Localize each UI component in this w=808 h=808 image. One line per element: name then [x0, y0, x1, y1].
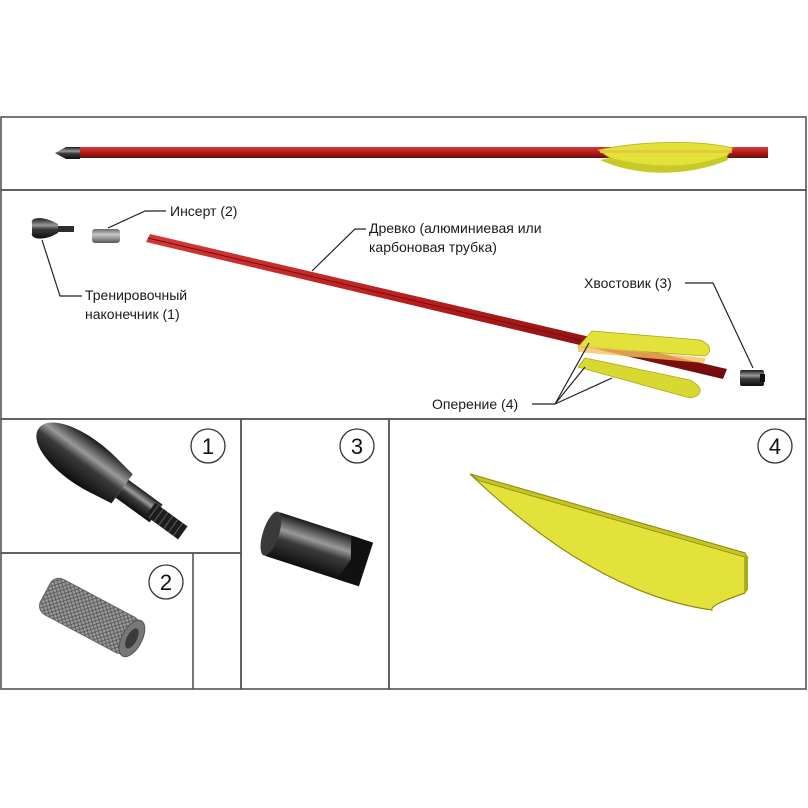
tip-closeup-icon — [36, 422, 188, 540]
panel-2-insert-closeup: 2 — [39, 564, 184, 658]
panel-4-fletching-closeup: 4 — [469, 428, 793, 611]
insert-closeup-icon — [39, 577, 146, 658]
panel-4-number: 4 — [769, 434, 781, 459]
exploded-fletching-icon — [577, 330, 711, 399]
leader-lines — [41, 210, 754, 405]
insert-icon — [92, 229, 120, 243]
tip-label-line1: Тренировочный — [85, 287, 187, 303]
tip-label-line2: наконечник (1) — [85, 306, 180, 322]
nock-closeup-icon — [260, 511, 374, 587]
shaft-label-line2: карбоновая трубка) — [369, 239, 497, 255]
fletching-label: Оперение (4) — [432, 396, 518, 412]
nock-icon — [740, 370, 765, 386]
shaft-label-line1: Древко (алюминиевая или — [369, 220, 542, 236]
assembled-arrow — [55, 141, 768, 173]
panel-3-number: 3 — [351, 434, 363, 459]
fletching-vane-closeup-icon — [469, 473, 749, 611]
panel-1-number: 1 — [202, 434, 214, 459]
panel-2-number: 2 — [160, 570, 172, 595]
panel-frames — [0, 116, 807, 690]
training-tip-icon — [31, 218, 74, 239]
panel-1-tip-closeup: 1 — [36, 422, 226, 540]
exploded-view — [31, 218, 765, 399]
panel-3-nock-closeup: 3 — [260, 428, 375, 587]
assembled-tip-icon — [55, 147, 80, 159]
assembled-shaft — [80, 147, 768, 158]
insert-label: Инсерт (2) — [170, 203, 237, 219]
nock-label: Хвостовик (3) — [584, 275, 672, 291]
